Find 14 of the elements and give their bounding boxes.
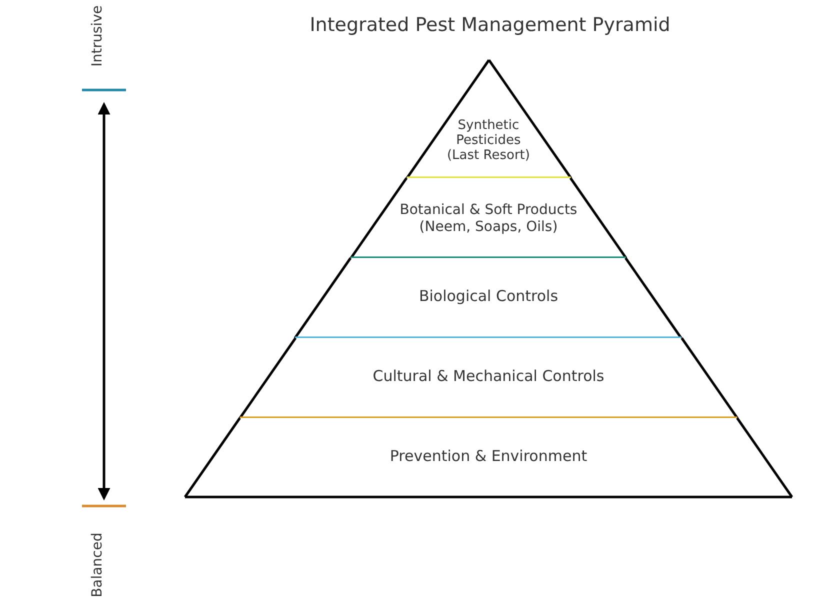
pyramid-tier	[240, 338, 738, 418]
diagram-title: Integrated Pest Management Pyramid	[308, 14, 672, 36]
tier-label: Prevention & Environment	[388, 447, 588, 465]
tier-label: Botanical & Soft Products (Neem, Soaps, Oils)	[398, 202, 578, 236]
pyramid-tier	[406, 60, 570, 178]
scale-label: Intrusive	[89, 5, 106, 67]
tier-label: Biological Controls	[418, 287, 560, 305]
tier-label: Synthetic Pesticides (Last Resort)	[446, 118, 531, 163]
pyramid-tier	[185, 418, 792, 497]
double-arrow	[98, 102, 110, 500]
pyramid-tier	[350, 178, 626, 258]
pyramid-tier	[295, 258, 682, 338]
tier-label: Cultural & Mechanical Controls	[372, 367, 606, 385]
scale-label: Balanced	[88, 532, 105, 598]
